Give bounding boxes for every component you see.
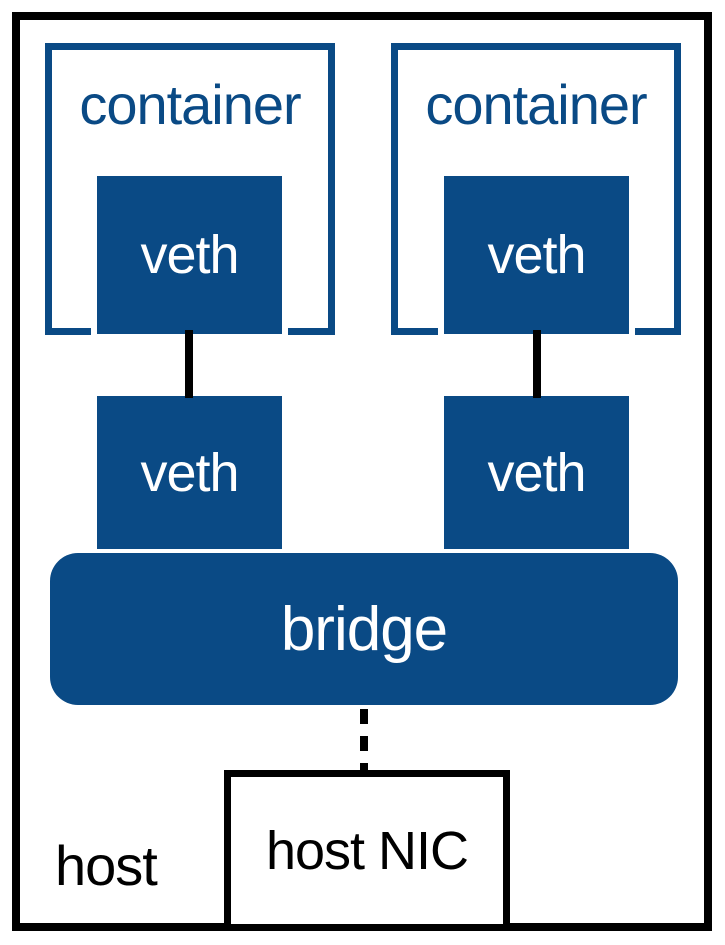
container-2-label: container: [425, 73, 647, 136]
container-1-veth-box: veth: [97, 176, 282, 334]
container-2-veth-box: veth: [444, 176, 629, 334]
bridge-nic-dashed-link-line: [360, 709, 368, 770]
host-veth-label-1: veth: [140, 442, 239, 503]
host-label: host: [55, 834, 158, 897]
container-2-veth-label: veth: [487, 225, 586, 285]
veth-pair-link-line-2: [533, 330, 541, 398]
host-veth-label-2: veth: [487, 442, 586, 503]
host-veth-box-2: veth: [444, 396, 629, 549]
container-1-label: container: [79, 73, 301, 136]
bridge-label: bridge: [280, 594, 448, 664]
bridge-box: bridge: [50, 553, 678, 705]
host-veth-box-1: veth: [97, 396, 282, 549]
host-nic-box: host NIC: [224, 770, 510, 931]
host-nic-label: host NIC: [265, 820, 469, 881]
veth-pair-link-line-1: [185, 330, 193, 398]
container-1-veth-label: veth: [140, 225, 239, 285]
